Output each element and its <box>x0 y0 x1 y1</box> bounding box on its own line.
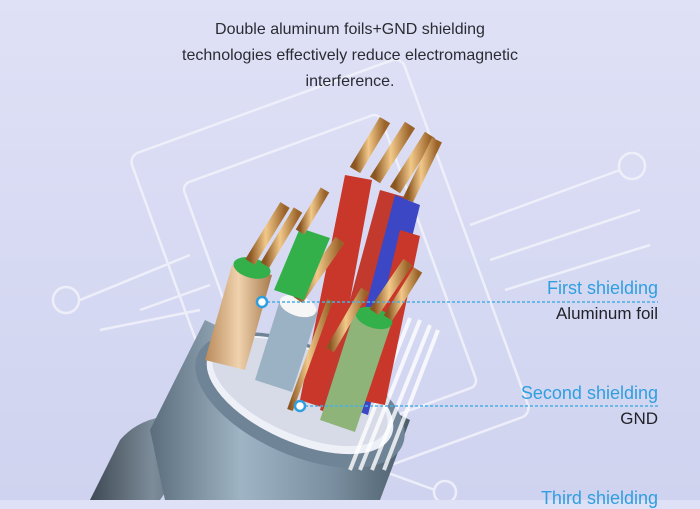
left-wires <box>205 187 345 392</box>
callout-dot-first <box>255 295 269 309</box>
callout-dot-second <box>293 399 307 413</box>
description: Double aluminum foils+GND shielding tech… <box>0 17 700 95</box>
second-shielding-title: Second shielding <box>520 383 658 403</box>
second-shielding-subtitle: GND <box>620 409 658 428</box>
description-line-2: technologies effectively reduce electrom… <box>182 47 518 64</box>
right-wires <box>287 258 423 432</box>
callout-lines <box>262 301 658 407</box>
description-line-3: interference. <box>305 73 395 90</box>
first-shielding-title: First shielding <box>546 278 658 298</box>
third-shielding-title: Third shielding <box>540 488 658 508</box>
second-shielding-label: Second shielding GND <box>521 383 658 429</box>
first-shielding-label: First shielding Aluminum foil <box>547 278 658 324</box>
first-shielding-subtitle: Aluminum foil <box>555 304 658 323</box>
third-shielding-label: Third shielding <box>541 488 658 509</box>
description-line-1: Double aluminum foils+GND shielding <box>215 21 485 38</box>
